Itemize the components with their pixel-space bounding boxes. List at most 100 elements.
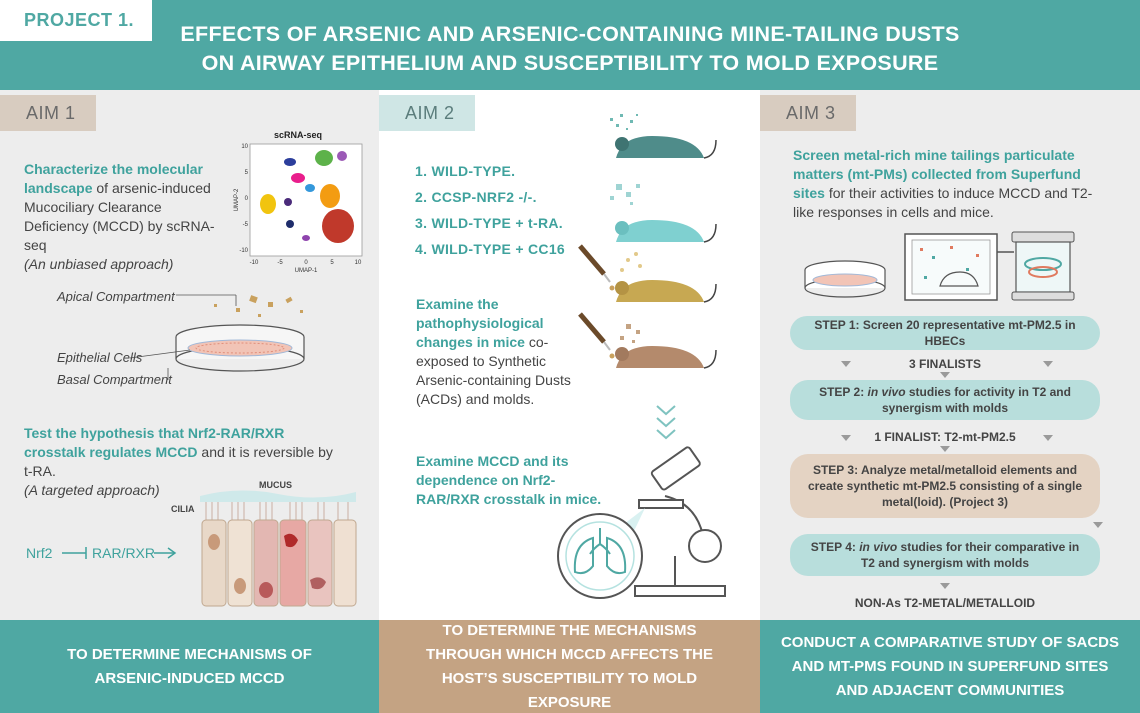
chevron-down-icon xyxy=(656,405,676,440)
particles-2 xyxy=(610,184,640,205)
cluster-navy2 xyxy=(286,220,294,228)
basal-compartment-label: Basal Compartment xyxy=(57,372,172,387)
aim1-objective-1-rest: of arsenic-induced Mucociliary Clearance… xyxy=(24,180,215,253)
cluster-green xyxy=(315,150,333,166)
cluster-navy xyxy=(284,158,296,166)
particles-4 xyxy=(620,324,640,343)
aim3-result: NON-As T2-METAL/METALLOID xyxy=(854,596,1036,610)
title-line-1: EFFECTS OF ARSENIC AND ARSENIC-CONTAININ… xyxy=(180,22,960,46)
step-2-invivo: in vivo xyxy=(867,385,906,399)
aim2-footer: TO DETERMINE THE MECHANISMS THROUGH WHIC… xyxy=(379,620,760,713)
mouse-4 xyxy=(615,346,717,369)
aim1-objective-2-lead: Test the hypothesis that Nrf2-RAR/RXR cr… xyxy=(24,425,285,460)
group-2: 2. CCSP-NRF2 -/-. xyxy=(415,189,537,205)
umap-xtick: -5 xyxy=(277,260,283,266)
page-title: EFFECTS OF ARSENIC AND ARSENIC-CONTAININ… xyxy=(150,20,990,78)
step-4: STEP 4: in vivo studies for their compar… xyxy=(790,534,1100,576)
group-1: 1. WILD-TYPE. xyxy=(415,163,516,179)
pathway-rar-rxr: RAR/RXR xyxy=(92,545,156,561)
cluster-blue xyxy=(305,184,315,192)
umap-title: scRNA-seq xyxy=(274,130,322,140)
step-2: STEP 2: in vivo studies for activity in … xyxy=(790,380,1100,420)
aim1-tab: AIM 1 xyxy=(0,95,96,131)
group-3: 3. WILD-TYPE + t-RA. xyxy=(415,215,563,231)
culture-dish-icon xyxy=(804,260,886,298)
aim2-footer-text: TO DETERMINE THE MECHANISMS THROUGH WHIC… xyxy=(426,621,713,711)
dropper-4 xyxy=(578,312,615,359)
cluster-yellow xyxy=(260,194,276,214)
cilia-label: CILIA xyxy=(171,504,195,514)
umap-ytick: 0 xyxy=(245,196,249,202)
aim2-tab: AIM 2 xyxy=(379,95,475,131)
aim1-objective-2: Test the hypothesis that Nrf2-RAR/RXR cr… xyxy=(24,424,344,500)
aim1-objective-1-lead: Characterize the molecular landscape xyxy=(24,161,203,196)
umap-ylabel: UMAP-2 xyxy=(234,188,240,211)
cluster-red xyxy=(322,209,354,243)
finalist-1: 1 FINALIST: T2-mt-PM2.5 xyxy=(874,430,1016,444)
chevron-down-icon xyxy=(1043,435,1053,441)
chevron-down-icon xyxy=(841,361,851,367)
step-4-prefix: STEP 4: xyxy=(810,540,860,554)
aim1-footer-text: TO DETERMINE MECHANISMS OF ARSENIC-INDUC… xyxy=(67,645,312,687)
aim3-objective: Screen metal-rich mine tailings particul… xyxy=(793,146,1093,222)
cilia-lines xyxy=(205,502,349,520)
airway-epithelium-diagram xyxy=(200,490,357,607)
mice-illustrations xyxy=(578,114,717,369)
dust-particles xyxy=(214,295,303,317)
cluster-dark xyxy=(284,198,292,206)
group-4: 4. WILD-TYPE + CC16 xyxy=(415,241,566,257)
chevron-down-icon xyxy=(841,435,851,441)
screening-illustration xyxy=(804,231,1075,301)
aim1-objective-2-note: (A targeted approach) xyxy=(24,482,160,498)
aim3-tab: AIM 3 xyxy=(760,95,856,131)
aim1-objective-1: Characterize the molecular landscape of … xyxy=(24,160,224,274)
header-banner: PROJECT 1. EFFECTS OF ARSENIC AND ARSENI… xyxy=(0,0,1140,90)
umap-xtick: -10 xyxy=(250,260,259,266)
mouse-2 xyxy=(615,220,717,243)
aim2-objective-1-rest: co-exposed to Synthetic Arsenic-containi… xyxy=(416,334,571,407)
umap-ytick: 5 xyxy=(245,170,249,176)
inhibit-icon xyxy=(62,547,87,559)
mouse-1 xyxy=(615,136,717,159)
cluster-violet xyxy=(302,235,310,241)
aim3-objective-rest: for their activities to induce MCCD and … xyxy=(793,185,1093,220)
aim2-objective-1: Examine the pathophysiological changes i… xyxy=(416,295,586,409)
project-label: PROJECT 1. xyxy=(0,0,152,41)
transwell-dish-diagram xyxy=(129,294,305,380)
step-1: STEP 1: Screen 20 representative mt-PM2.… xyxy=(790,316,1100,350)
aim3-footer: CONDUCT A COMPARATIVE STUDY OF SACDS AND… xyxy=(760,620,1140,713)
apical-compartment-label: Apical Compartment xyxy=(57,289,175,304)
arrow-right-icon xyxy=(154,547,177,559)
umap-xtick: 0 xyxy=(304,260,308,266)
cluster-pink xyxy=(291,173,305,183)
step-2-prefix: STEP 2: xyxy=(819,385,868,399)
step-2-rest: studies for activity in T2 and synergism… xyxy=(881,385,1071,415)
mouse-3 xyxy=(615,280,717,303)
step-4-rest: studies for their comparative in T2 and … xyxy=(860,540,1080,570)
chevron-down-icon xyxy=(1043,361,1053,367)
aim1-objective-2-rest: and it is reversible by t-RA. xyxy=(24,444,333,479)
chevron-down-icon xyxy=(1093,522,1103,528)
aim3-column: AIM 3 xyxy=(760,90,1140,620)
mouse-cage-icon xyxy=(904,233,1014,301)
aim1-footer: TO DETERMINE MECHANISMS OF ARSENIC-INDUC… xyxy=(0,620,379,713)
pathway-nrf2: Nrf2 xyxy=(26,545,53,561)
microscope-icon xyxy=(634,446,726,597)
umap-xtick: 10 xyxy=(355,260,362,266)
umap-ytick: -5 xyxy=(243,222,249,228)
microscope-lungs-illustration xyxy=(557,446,726,599)
chevron-down-icon xyxy=(940,372,950,378)
exposure-chamber-icon xyxy=(1011,231,1075,301)
umap-xtick: 5 xyxy=(330,260,334,266)
umap-xlabel: UMAP-1 xyxy=(295,268,318,274)
particles-1 xyxy=(610,114,638,130)
lungs-icon xyxy=(573,528,627,575)
umap-ytick: -10 xyxy=(239,248,248,254)
dropper-3 xyxy=(578,244,615,291)
aim2-objective-2: Examine MCCD and its dependence on Nrf2-… xyxy=(416,453,602,507)
particles-3 xyxy=(620,252,642,272)
aim1-objective-1-note: (An unbiased approach) xyxy=(24,256,174,272)
epithelial-cells-label: Epithelial Cells xyxy=(57,350,143,365)
aim3-footer-text: CONDUCT A COMPARATIVE STUDY OF SACDS AND… xyxy=(780,633,1120,699)
cluster-orange xyxy=(320,184,340,208)
